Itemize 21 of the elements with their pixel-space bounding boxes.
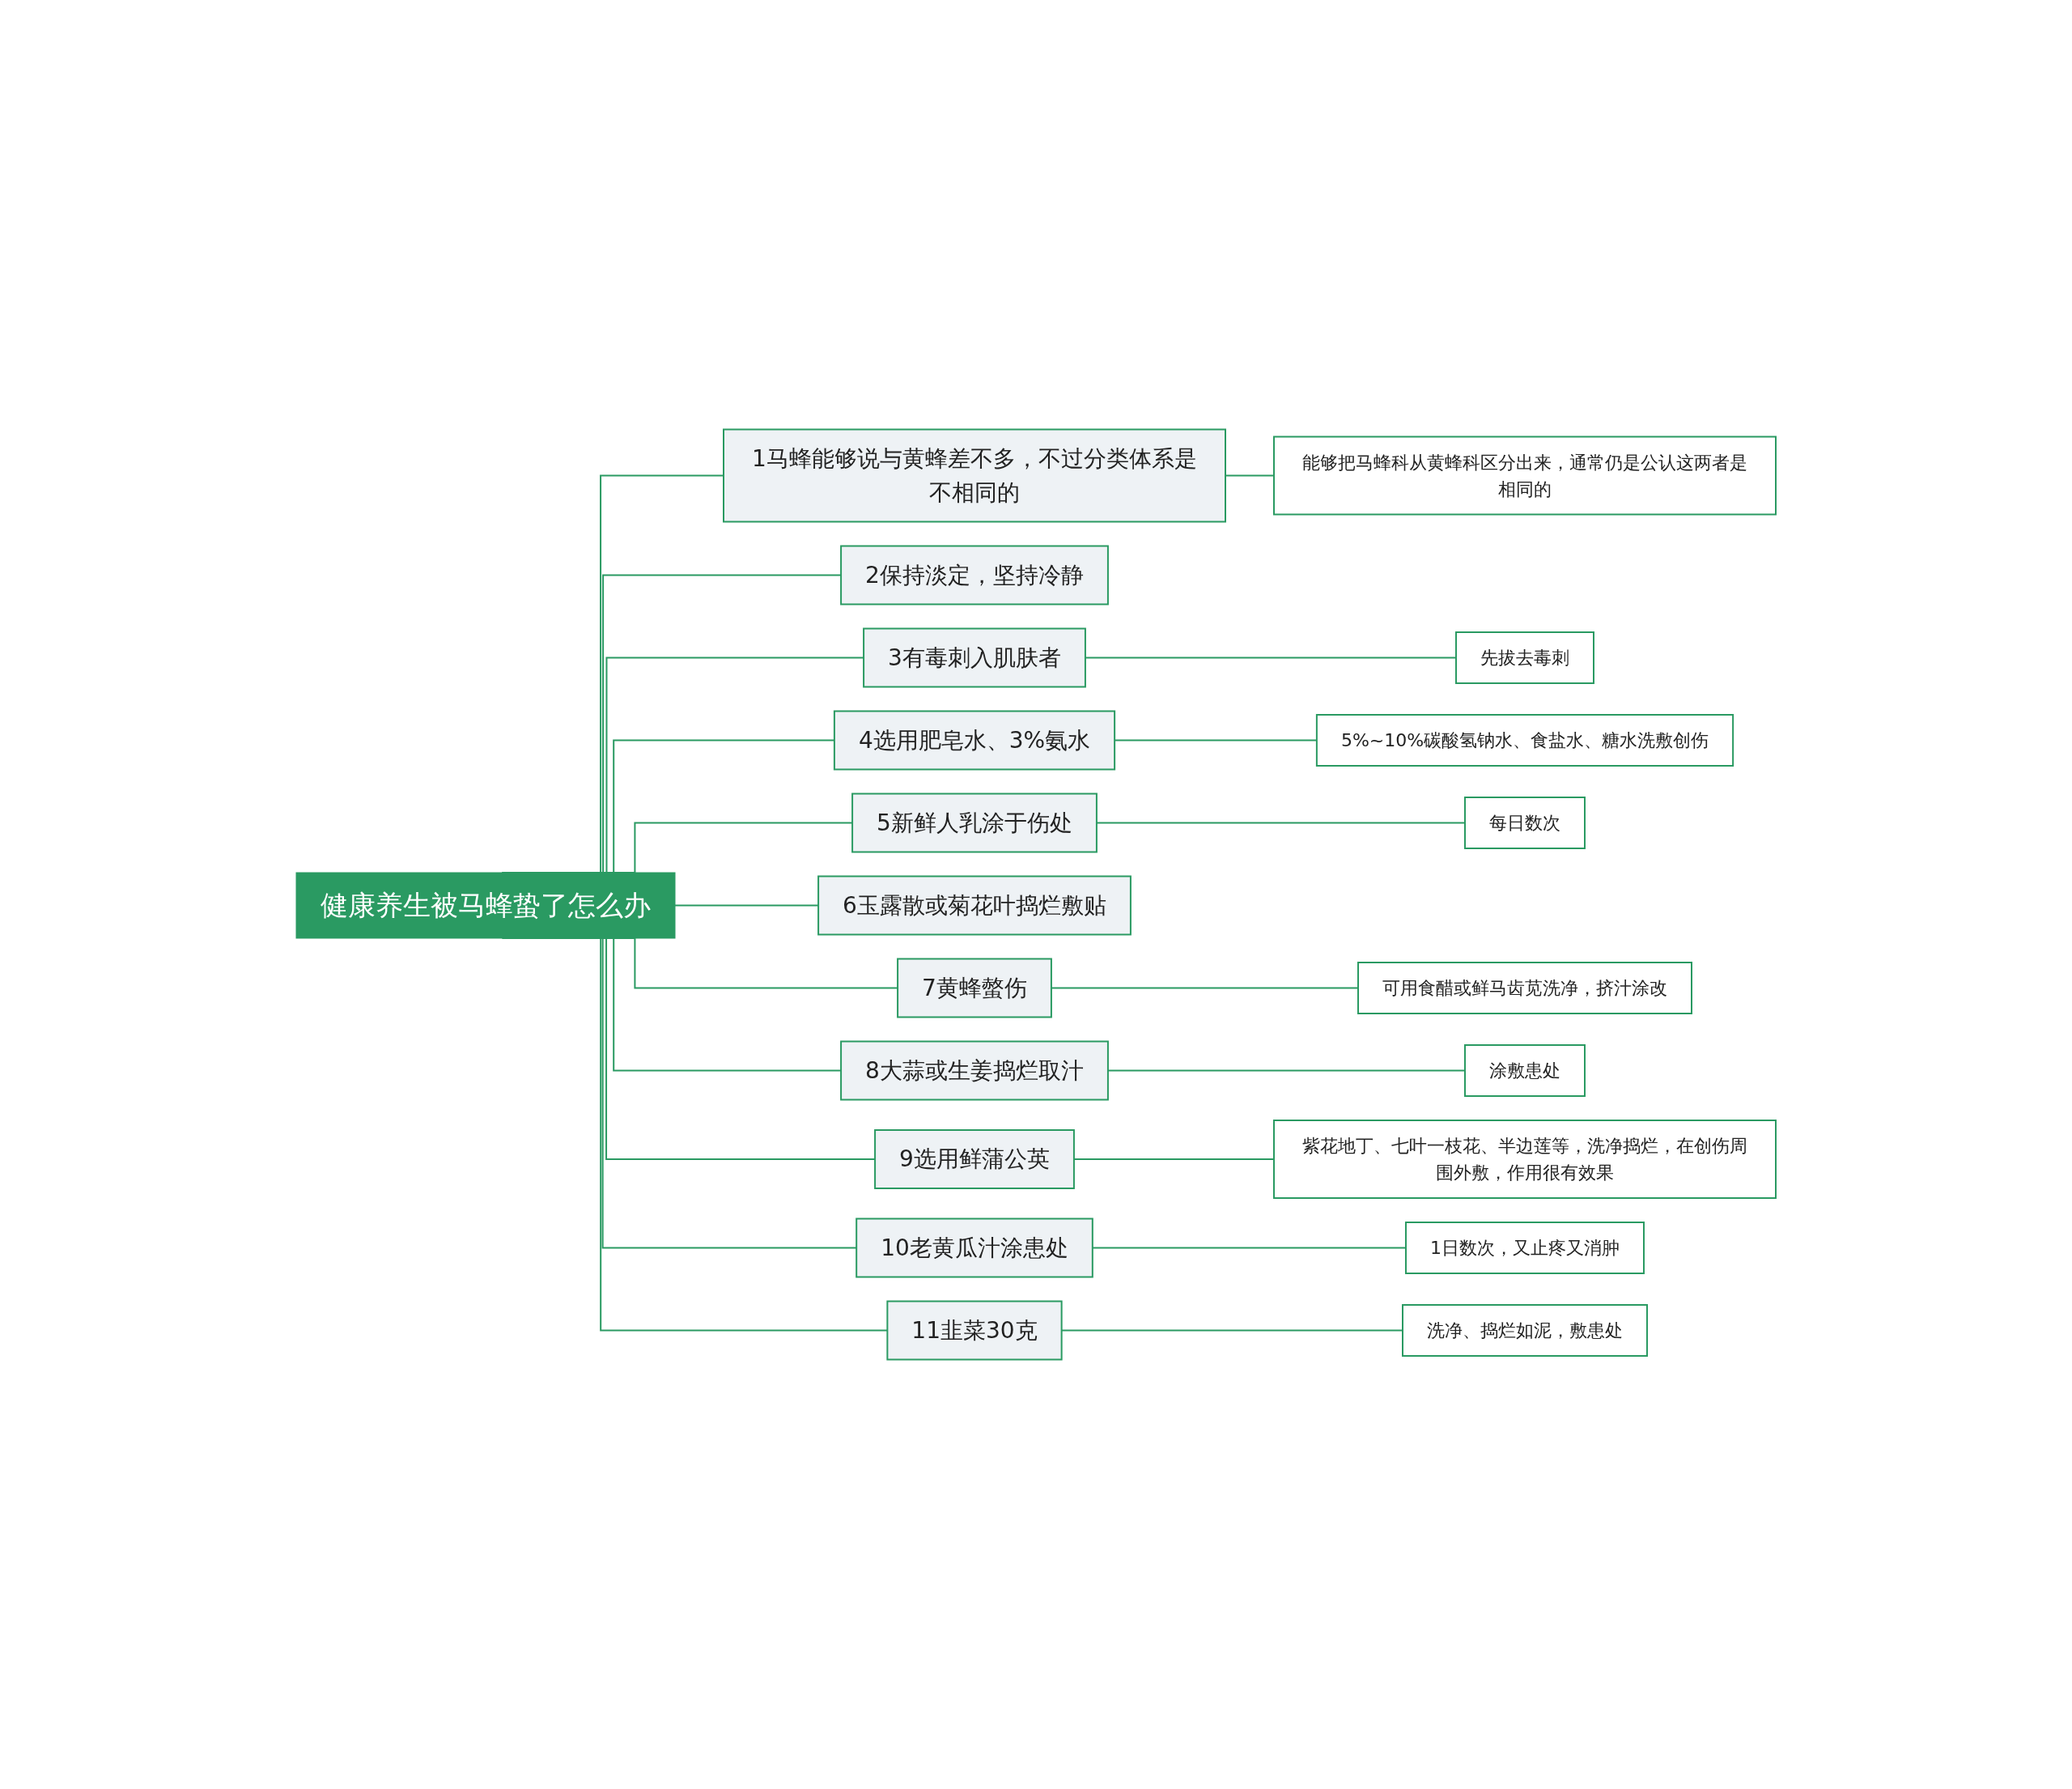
node-box: 10老黄瓜汁涂患处 xyxy=(856,1217,1093,1278)
node-box: 11韭菜30克 xyxy=(886,1300,1063,1361)
node-box: 5新鲜人乳涂于伤处 xyxy=(851,793,1098,853)
node-box: 7黄蜂螫伤 xyxy=(897,958,1052,1018)
node-box: 3有毒刺入肌肤者 xyxy=(863,627,1086,688)
node-box: 5%~10%碳酸氢钠水、食盐水、糖水洗敷创伤 xyxy=(1315,714,1734,767)
node-box: 可用食醋或鲜马齿苋洗净，挤汁涂改 xyxy=(1357,962,1692,1014)
node-box: 健康养生被马蜂蛰了怎么办 xyxy=(295,872,676,939)
node-box: 能够把马蜂科从黄蜂科区分出来，通常仍是公认这两者是相同的 xyxy=(1273,436,1777,516)
node-box: 涂敷患处 xyxy=(1464,1044,1586,1097)
node-box: 4选用肥皂水、3%氨水 xyxy=(833,710,1116,771)
node-box: 9选用鲜蒲公英 xyxy=(874,1129,1075,1189)
node-box: 紫花地丁、七叶一枝花、半边莲等，洗净捣烂，在创伤周围外敷，作用很有效果 xyxy=(1273,1120,1777,1199)
node-box: 先拔去毒刺 xyxy=(1455,631,1594,684)
node-box: 每日数次 xyxy=(1464,797,1586,849)
node-box: 6玉露散或菊花叶捣烂敷贴 xyxy=(817,875,1132,936)
node-box: 8大蒜或生姜捣烂取汁 xyxy=(840,1040,1109,1101)
node-box: 1马蜂能够说与黄蜂差不多，不过分类体系是不相同的 xyxy=(723,428,1226,523)
node-box: 2保持淡定，坚持冷静 xyxy=(840,545,1109,606)
node-box: 1日数次，又止疼又消肿 xyxy=(1405,1222,1645,1274)
node-box: 洗净、捣烂如泥，敷患处 xyxy=(1402,1304,1648,1357)
